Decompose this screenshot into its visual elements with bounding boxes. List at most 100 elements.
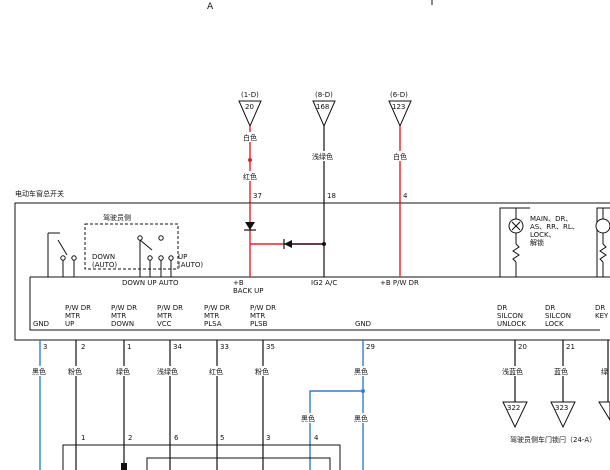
svg-text:SILCON: SILCON bbox=[545, 312, 571, 320]
switch-title: 电动车窗总开关 bbox=[15, 189, 64, 198]
driver-side-label: 驾驶员侧 bbox=[103, 213, 131, 222]
terminal-unlock-20: DR SILCON UNLOCK bbox=[497, 304, 526, 328]
lamp-label: MAIN、DR、 bbox=[530, 215, 572, 223]
diode-icon bbox=[245, 222, 255, 230]
terminal-plsb-35: P/W DR MTR PLSB bbox=[250, 304, 276, 328]
svg-text:322: 322 bbox=[507, 404, 520, 412]
svg-text:PLSB: PLSB bbox=[250, 320, 268, 328]
svg-text:P/W DR: P/W DR bbox=[250, 304, 276, 312]
terminal-gnd-3: GND bbox=[33, 320, 49, 328]
svg-text:VCC: VCC bbox=[157, 320, 172, 328]
svg-text:P/W DR: P/W DR bbox=[204, 304, 230, 312]
switch-label: DOWN bbox=[92, 253, 115, 261]
svg-text:GND: GND bbox=[33, 320, 49, 328]
svg-text:PLSA: PLSA bbox=[204, 320, 222, 328]
svg-text:SILCON: SILCON bbox=[497, 312, 523, 320]
connector-pin: 168 bbox=[316, 103, 329, 111]
wire-color-label: 浅蓝色 bbox=[502, 367, 523, 376]
door-lock-label: 驾驶员侧车门锁闩（24-A） bbox=[510, 435, 596, 444]
svg-text:MTR: MTR bbox=[111, 312, 126, 320]
svg-text:P/W DR: P/W DR bbox=[65, 304, 91, 312]
terminal-up-2: P/W DR MTR UP bbox=[65, 304, 91, 328]
connector-code: (6-D) bbox=[390, 91, 408, 99]
label-bg bbox=[208, 366, 228, 376]
connector-code: (8-D) bbox=[315, 91, 333, 99]
illumination-lamp bbox=[499, 207, 610, 277]
pin-number: 1 bbox=[81, 434, 85, 442]
svg-text:P/W DR: P/W DR bbox=[157, 304, 183, 312]
label-bg bbox=[241, 171, 261, 181]
window-switch-mechanism bbox=[47, 223, 179, 277]
wire-color-label: 粉色 bbox=[255, 367, 269, 376]
pin-number: 20 bbox=[518, 343, 527, 351]
pin-number: 33 bbox=[220, 343, 229, 351]
connector-168: (8-D) 168 bbox=[312, 91, 336, 128]
terminal-gnd-29: GND bbox=[355, 320, 371, 328]
svg-text:DR: DR bbox=[595, 304, 605, 312]
terminal-label: +B P/W DR bbox=[380, 279, 419, 287]
svg-text:UNLOCK: UNLOCK bbox=[497, 320, 526, 328]
terminal-vcc-34: P/W DR MTR VCC bbox=[157, 304, 183, 328]
svg-text:MTR: MTR bbox=[157, 312, 172, 320]
svg-text:DR: DR bbox=[545, 304, 555, 312]
svg-text:MTR: MTR bbox=[65, 312, 80, 320]
label-bg bbox=[115, 366, 135, 376]
master-switch-box bbox=[14, 202, 610, 341]
wire-color-label-clipped: 绿 bbox=[601, 367, 608, 376]
label-bg bbox=[156, 366, 184, 376]
connector-323: 323 bbox=[550, 401, 576, 429]
top-fragment-label: A bbox=[207, 2, 214, 12]
lamp-label: 解锁 bbox=[530, 238, 544, 247]
svg-text:323: 323 bbox=[555, 404, 568, 412]
diode-icon bbox=[284, 240, 292, 248]
connector-pin: 123 bbox=[392, 103, 405, 111]
terminal-plsa-33: P/W DR MTR PLSA bbox=[204, 304, 230, 328]
wire-color-label: 白色 bbox=[393, 152, 407, 161]
svg-text:DR: DR bbox=[497, 304, 507, 312]
pin-number: 1 bbox=[127, 343, 131, 351]
svg-text:MTR: MTR bbox=[204, 312, 219, 320]
connector-322: 322 bbox=[502, 401, 528, 429]
motor-inner-box bbox=[146, 457, 331, 470]
terminal-down-1: P/W DR MTR DOWN bbox=[111, 304, 137, 328]
terminal-label: +B bbox=[233, 279, 244, 287]
connector-20: (1-D) 20 bbox=[238, 91, 262, 128]
svg-text:GND: GND bbox=[355, 320, 371, 328]
wire-color-label: 黑色 bbox=[354, 367, 368, 376]
connector-pin: 20 bbox=[245, 103, 254, 111]
label-bg bbox=[31, 366, 51, 376]
switch-label: (AUTO) bbox=[178, 261, 203, 269]
splice-dot bbox=[248, 158, 252, 162]
label-bg bbox=[241, 132, 261, 142]
label-bg bbox=[254, 366, 274, 376]
pin-number: 4 bbox=[403, 192, 408, 200]
wire-color-label: 红色 bbox=[209, 367, 223, 376]
pin-number: 4 bbox=[314, 434, 319, 442]
terminal-label: BACK UP bbox=[233, 287, 264, 295]
pin-number: 6 bbox=[174, 434, 179, 442]
pin-number: 2 bbox=[128, 434, 132, 442]
wire-color-label: 黑色 bbox=[32, 367, 46, 376]
label-bg bbox=[353, 366, 373, 376]
connector-partial bbox=[598, 401, 610, 421]
svg-text:P/W DR: P/W DR bbox=[111, 304, 137, 312]
inner-terminal-box bbox=[29, 277, 600, 331]
pin-number: 21 bbox=[566, 343, 575, 351]
svg-text:UP: UP bbox=[65, 320, 74, 328]
pin-number: 29 bbox=[366, 343, 375, 351]
label-bg bbox=[391, 151, 411, 161]
pin-number: 34 bbox=[173, 343, 182, 351]
pin-number: 3 bbox=[43, 343, 47, 351]
connector-code: (1-D) bbox=[241, 91, 259, 99]
wire-color-label: 白色 bbox=[243, 133, 257, 142]
svg-text:KEY: KEY bbox=[595, 312, 609, 320]
svg-text:DOWN: DOWN bbox=[111, 320, 134, 328]
label-bg bbox=[311, 151, 339, 161]
motor-unit-box bbox=[62, 444, 341, 470]
wire-color-label: 黑色 bbox=[354, 414, 368, 423]
svg-text:LOCK: LOCK bbox=[545, 320, 564, 328]
pin-number: 18 bbox=[327, 192, 336, 200]
wire-color-label: 浅绿色 bbox=[312, 152, 333, 161]
wire-color-label: 红色 bbox=[243, 172, 257, 181]
